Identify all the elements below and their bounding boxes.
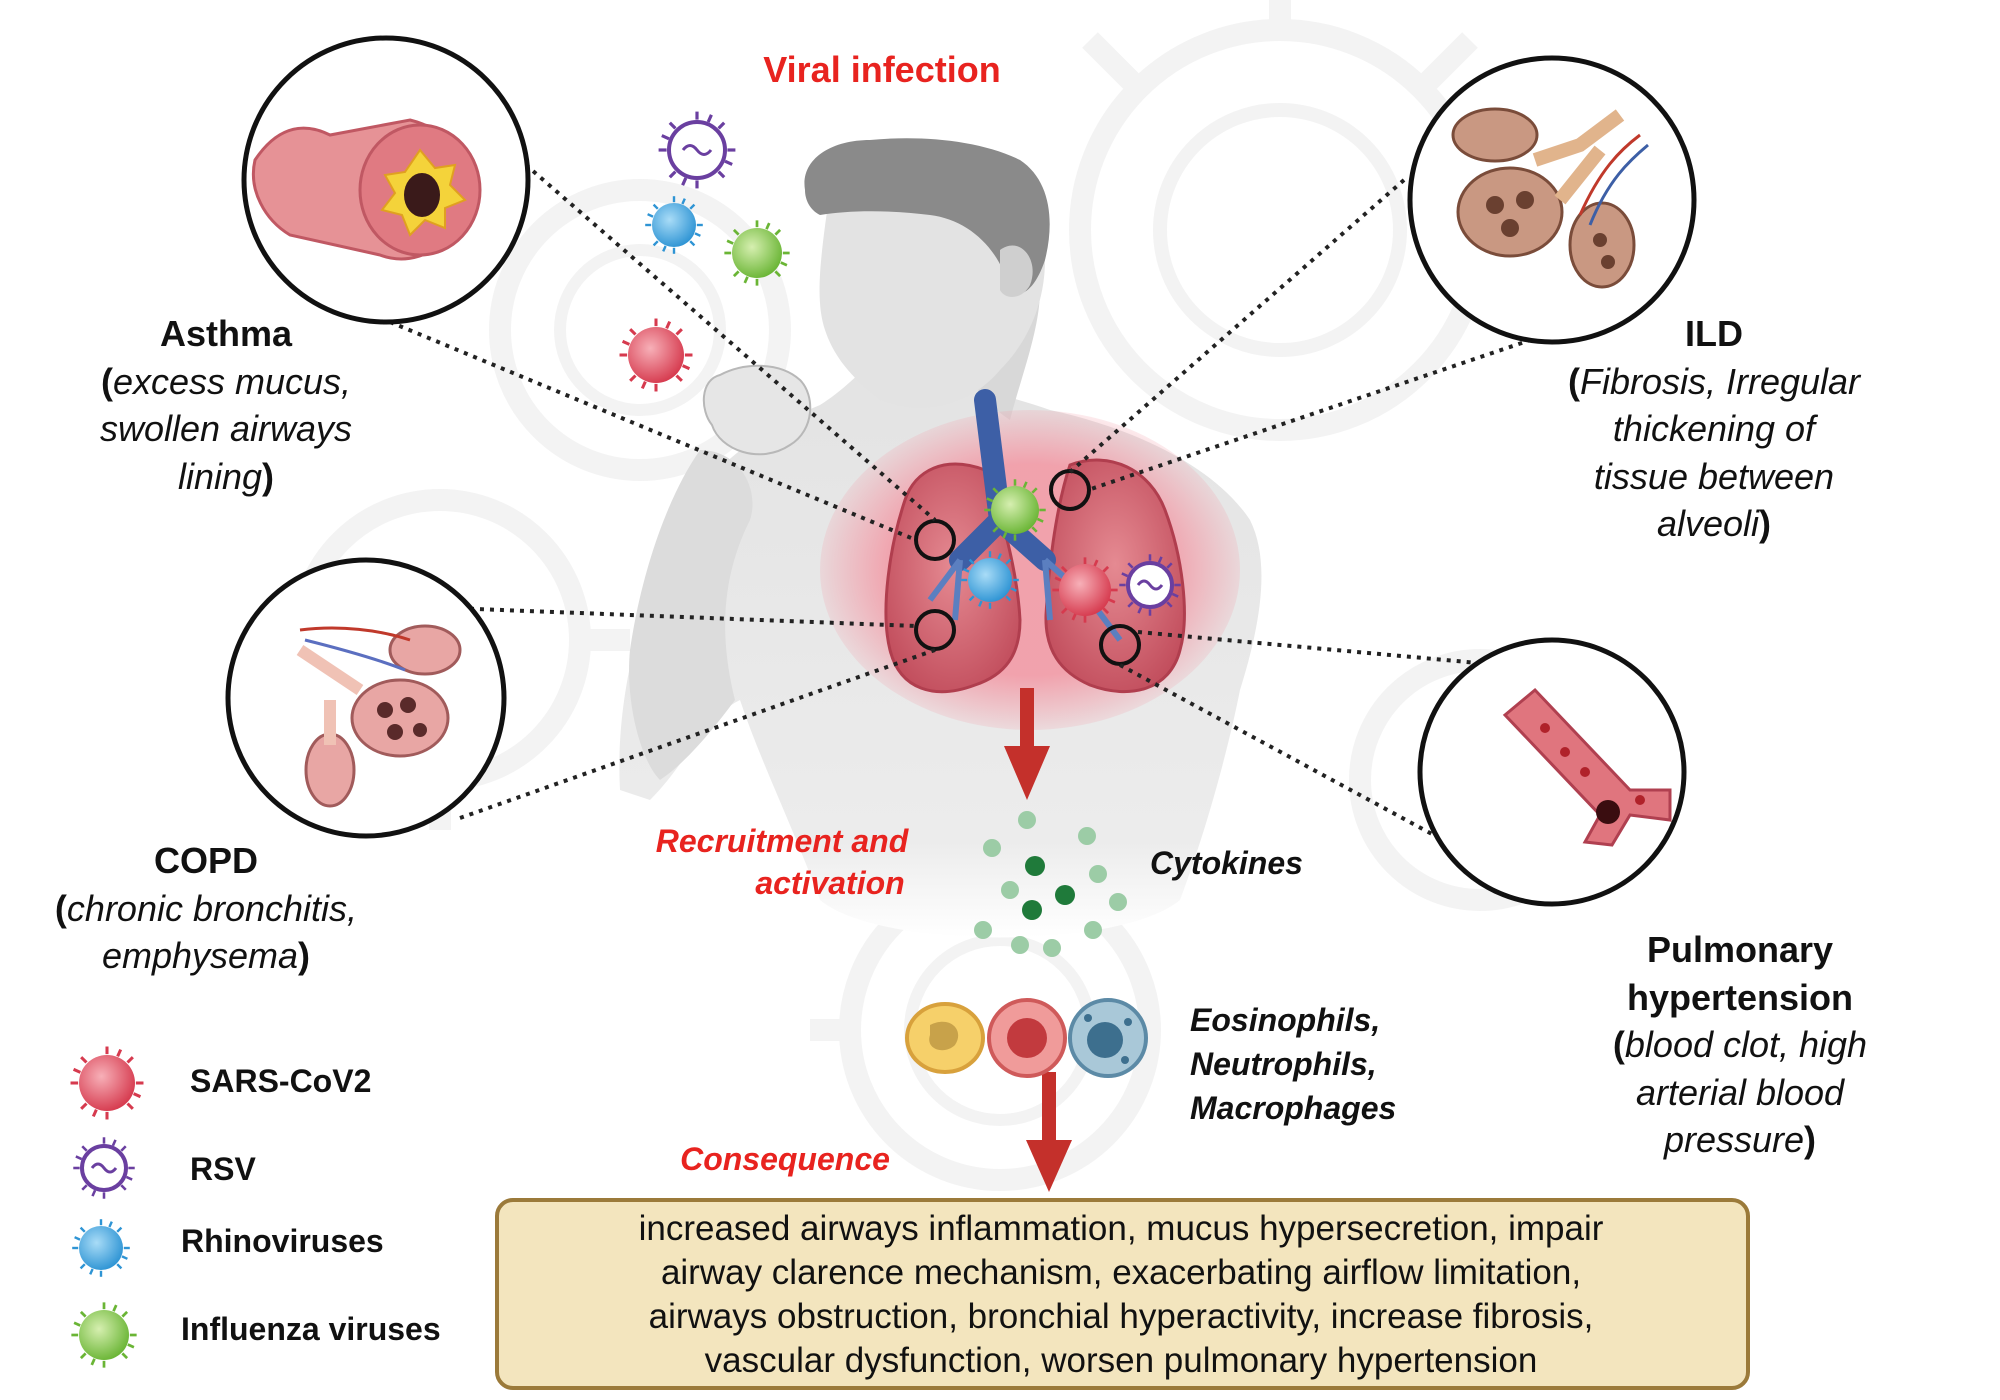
consequence-box (495, 1198, 1750, 1390)
ph-desc-line3: pressure) (1663, 1119, 1816, 1160)
sars-cov2-virus-icon (1051, 556, 1119, 624)
ild-title: ILD (1685, 313, 1743, 354)
connector-asthma-1 (516, 156, 937, 522)
recruitment-label-line2: activation (755, 865, 904, 901)
rhinovirus-icon (71, 1218, 131, 1278)
immune-cells (905, 998, 1148, 1078)
lung-spot-copd (914, 609, 956, 651)
connector-copd-2 (459, 648, 936, 820)
ph-desc-line1: (blood clot, high (1613, 1024, 1867, 1065)
ild-desc-line3: tissue between (1594, 456, 1834, 497)
influenza-virus-icon (723, 219, 791, 287)
ear (1000, 245, 1033, 297)
hair (804, 138, 1050, 294)
ph-desc-line2: arterial blood (1636, 1072, 1845, 1113)
cells-label-line1: Eosinophils, (1190, 1002, 1380, 1038)
ild-desc-line4: alveoli) (1657, 503, 1771, 544)
alveoli-illustration (1451, 107, 1636, 289)
consequence-line3: airways obstruction, bronchial hyperacti… (649, 1297, 1594, 1336)
copd-title: COPD (154, 840, 258, 881)
cytokine-dots (974, 811, 1127, 957)
ph-label: Pulmonary hypertension (blood clot, high… (1613, 929, 1867, 1160)
lung-spot-ph (1099, 624, 1141, 666)
viruses-near-head (618, 110, 791, 393)
legend-label-sars-cov2: SARS-CoV2 (190, 1063, 371, 1099)
ph-inset (1417, 637, 1687, 907)
copd-label: COPD (chronic bronchitis, emphysema) (55, 840, 357, 976)
connector-copd-1 (449, 606, 917, 628)
copd-desc-line1: (chronic bronchitis, (55, 888, 357, 929)
legend: SARS-CoV2 RSV Rhinoviruses Influenza vir… (69, 1045, 441, 1369)
legend-label-rhinoviruses: Rhinoviruses (181, 1223, 384, 1259)
cytokines-label: Cytokines (1150, 845, 1303, 881)
ild-desc-line2: thickening of (1613, 408, 1819, 449)
consequence-line4: vascular dysfunction, worsen pulmonary h… (705, 1341, 1538, 1380)
sars-cov2-virus-icon (618, 317, 694, 393)
copd-desc-line2: emphysema) (102, 935, 310, 976)
connector-ph-1 (1137, 630, 1501, 667)
asthma-desc-line1: (excess mucus, (101, 361, 351, 402)
eosinophil-cell-icon (905, 1002, 985, 1074)
consequence-text: increased airways inflammation, mucus hy… (639, 1209, 1604, 1380)
consequence-label: Consequence (680, 1141, 890, 1177)
asthma-inset (241, 35, 531, 325)
consequence-line2: airway clarence mechanism, exacerbating … (661, 1253, 1581, 1292)
connector-ild-1 (1068, 178, 1406, 474)
ph-title-line2: hypertension (1627, 977, 1853, 1018)
human-figure (619, 138, 1262, 938)
lung-spot-asthma (914, 519, 956, 561)
connector-ild-2 (1087, 328, 1561, 492)
rsv-virus-icon (72, 1136, 136, 1200)
copd-inset (225, 557, 507, 839)
flow-arrow-down-1 (1004, 688, 1050, 800)
cells-label-line2: Neutrophils, (1190, 1046, 1377, 1082)
viruses-in-lungs (960, 478, 1182, 624)
influenza-virus-icon (70, 1301, 138, 1369)
neutrophil-cell-icon (987, 998, 1067, 1078)
asthma-label: Asthma (excess mucus, swollen airways li… (100, 313, 352, 497)
cells-label-line3: Macrophages (1190, 1090, 1396, 1126)
rsv-virus-icon (1118, 553, 1182, 617)
blood-clot (1596, 800, 1620, 824)
rhinovirus-icon (960, 550, 1020, 610)
ild-inset (1407, 55, 1697, 345)
viral-infection-title: Viral infection (763, 49, 1000, 90)
asthma-desc-line3: lining) (178, 456, 274, 497)
macrophage-cell-icon (1068, 998, 1148, 1078)
raised-arm (629, 450, 753, 780)
flow-arrow-down-2 (1026, 1072, 1072, 1192)
legend-label-rsv: RSV (190, 1151, 256, 1187)
ph-title-line1: Pulmonary (1647, 929, 1833, 970)
asthma-title: Asthma (160, 313, 293, 354)
ild-desc-line1: (Fibrosis, Irregular (1568, 361, 1862, 402)
sars-cov2-virus-icon (69, 1045, 145, 1121)
recruitment-label-line1: Recruitment and (656, 823, 910, 859)
asthma-desc-line2: swollen airways (100, 408, 352, 449)
consequence-line1: increased airways inflammation, mucus hy… (639, 1209, 1604, 1248)
rhinovirus-icon (644, 195, 704, 255)
influenza-virus-icon (983, 478, 1047, 542)
ild-label: ILD (Fibrosis, Irregular thickening of t… (1568, 313, 1862, 544)
rsv-virus-icon (657, 110, 737, 190)
legend-label-influenza: Influenza viruses (181, 1311, 441, 1347)
